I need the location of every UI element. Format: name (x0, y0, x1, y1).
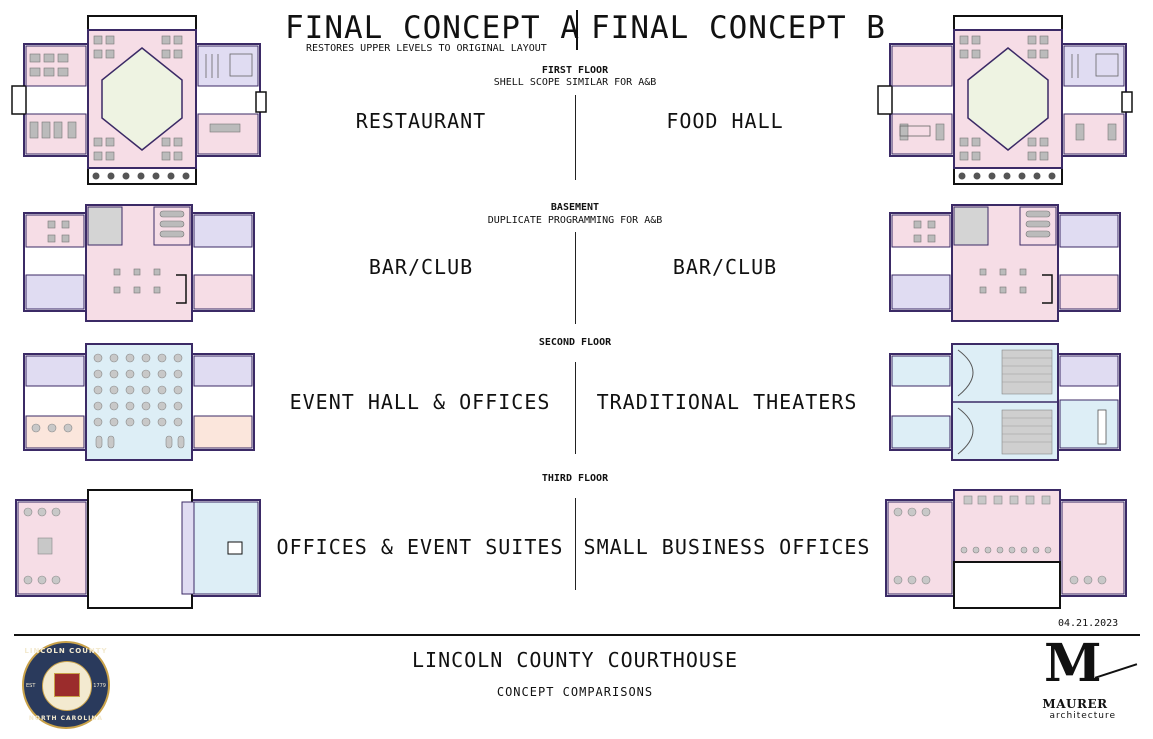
basement-plan-concept-b (889, 204, 1121, 322)
seal-bottom-text: NORTH CAROLINA (28, 715, 104, 722)
title-divider (576, 10, 578, 50)
sheet-subtitle: CONCEPT COMPARISONS (496, 685, 654, 699)
basement-concept-b: BAR/CLUB (672, 255, 778, 279)
seal-year-text: 1779 (93, 683, 106, 689)
concept-b-title: FINAL CONCEPT B (591, 10, 886, 46)
second-floor-plan-concept-b (889, 343, 1121, 461)
second-floor-heading: SECOND FLOOR (538, 337, 612, 348)
basement-note: DUPLICATE PROGRAMMING FOR A&B (487, 215, 663, 226)
third-floor-concept-a: OFFICES & EVENT SUITES (276, 535, 564, 559)
third-floor-heading: THIRD FLOOR (541, 473, 609, 484)
third-floor-plan-concept-a (15, 489, 261, 609)
firm-name: MAURER (1042, 697, 1108, 711)
footer-rule (14, 634, 1140, 636)
second-floor-plan-concept-a (23, 343, 255, 461)
second-floor-concept-b: TRADITIONAL THEATERS (596, 390, 858, 414)
second-floor-concept-a: EVENT HALL & OFFICES (289, 390, 551, 414)
sheet-date: 04.21.2023 (1058, 618, 1119, 629)
first-floor-note: SHELL SCOPE SIMILAR FOR A&B (493, 77, 657, 88)
firm-subname: architecture (1049, 711, 1116, 721)
basement-concept-a: BAR/CLUB (368, 255, 474, 279)
first-floor-concept-a: RESTAURANT (355, 109, 487, 133)
third-floor-concept-b: SMALL BUSINESS OFFICES (583, 535, 871, 559)
first-floor-plan-concept-b (877, 15, 1133, 185)
seal-top-text: LINCOLN COUNTY (24, 647, 108, 655)
firm-logo: M MAURER architecture (1034, 633, 1144, 721)
divider-third-floor (575, 498, 576, 590)
first-floor-heading: FIRST FLOOR (541, 65, 609, 76)
third-floor-plan-concept-b (885, 489, 1127, 609)
first-floor-plan-concept-a (11, 15, 267, 185)
divider-second-floor (575, 362, 576, 454)
firm-logo-mark: M (1044, 633, 1102, 694)
concept-a-title: FINAL CONCEPT A (285, 10, 580, 46)
first-floor-concept-b: FOOD HALL (666, 109, 784, 133)
divider-basement (575, 232, 576, 324)
basement-plan-concept-a (23, 204, 255, 322)
county-seal: LINCOLN COUNTY EST 1779 NORTH CAROLINA (22, 641, 110, 729)
seal-est-text: EST (26, 683, 36, 689)
concept-a-subtitle: RESTORES UPPER LEVELS TO ORIGINAL LAYOUT (306, 43, 547, 54)
project-title: LINCOLN COUNTY COURTHOUSE (411, 648, 739, 672)
basement-heading: BASEMENT (550, 202, 600, 213)
divider-first-floor (575, 95, 576, 180)
